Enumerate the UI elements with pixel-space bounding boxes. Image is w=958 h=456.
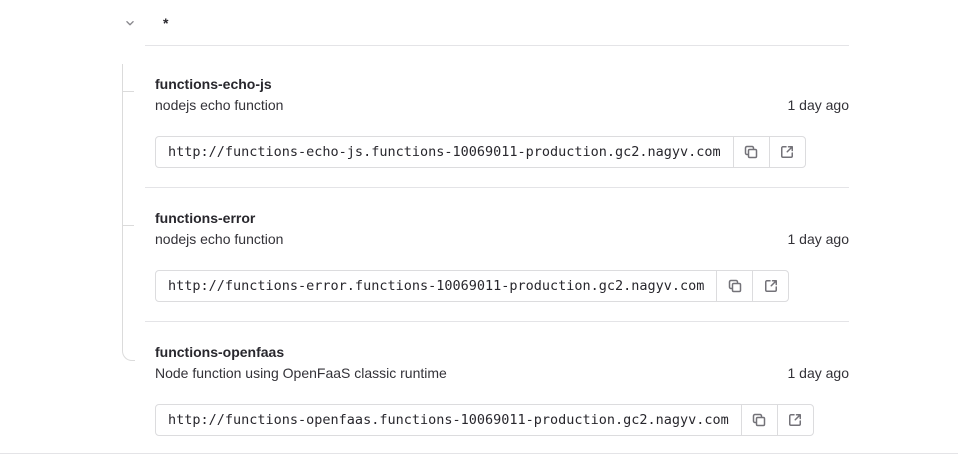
- function-row-text: functions-openfaas Node function using O…: [155, 342, 447, 384]
- function-updated-timestamp: 1 day ago: [787, 97, 850, 113]
- function-url-field[interactable]: http://functions-echo-js.functions-10069…: [155, 136, 734, 168]
- external-link-icon: [789, 414, 802, 426]
- function-row-text: functions-echo-js nodejs echo function: [155, 74, 283, 116]
- function-url-field[interactable]: http://functions-openfaas.functions-1006…: [155, 404, 742, 436]
- open-url-button[interactable]: [768, 136, 806, 168]
- copy-url-button[interactable]: [740, 404, 778, 436]
- copy-url-button[interactable]: [732, 136, 770, 168]
- function-description: nodejs echo function: [155, 231, 284, 247]
- function-url-group: http://functions-error.functions-1006901…: [155, 270, 790, 302]
- function-row-header: functions-openfaas Node function using O…: [155, 342, 849, 384]
- environment-body: functions-echo-js nodejs echo function 1…: [0, 54, 958, 455]
- function-url-group: http://functions-openfaas.functions-1006…: [155, 404, 814, 436]
- external-link-icon: [781, 146, 794, 158]
- header-separator: [145, 45, 849, 46]
- copy-icon: [744, 145, 758, 159]
- tree-branch-tick: [122, 91, 134, 92]
- function-description: nodejs echo function: [155, 97, 284, 113]
- function-row: functions-openfaas Node function using O…: [145, 321, 849, 455]
- function-row: functions-echo-js nodejs echo function 1…: [145, 54, 849, 187]
- function-updated-timestamp: 1 day ago: [787, 365, 850, 381]
- tree-connector: [122, 64, 135, 361]
- function-description: Node function using OpenFaaS classic run…: [155, 365, 447, 381]
- function-row-text: functions-error nodejs echo function: [155, 208, 283, 250]
- function-name-link[interactable]: functions-openfaas: [155, 344, 285, 360]
- chevron-down-icon: [126, 20, 134, 25]
- copy-icon: [753, 413, 766, 427]
- external-link-icon: [764, 280, 777, 292]
- open-url-button[interactable]: [776, 404, 814, 436]
- function-row-header: functions-echo-js nodejs echo function 1…: [155, 74, 849, 116]
- copy-icon: [728, 279, 742, 293]
- function-list: functions-echo-js nodejs echo function 1…: [145, 54, 849, 455]
- function-updated-timestamp: 1 day ago: [787, 231, 850, 247]
- copy-url-button[interactable]: [716, 270, 754, 302]
- function-url-field[interactable]: http://functions-error.functions-1006901…: [155, 270, 718, 302]
- function-row-header: functions-error nodejs echo function 1 d…: [155, 208, 849, 250]
- environment-header: *: [0, 0, 958, 45]
- function-name-link[interactable]: functions-echo-js: [155, 76, 272, 92]
- function-row: functions-error nodejs echo function 1 d…: [145, 187, 849, 321]
- function-name-link[interactable]: functions-error: [155, 210, 256, 226]
- environment-collapse-toggle[interactable]: [122, 15, 138, 31]
- open-url-button[interactable]: [752, 270, 790, 302]
- tree-branch-tick: [122, 225, 134, 226]
- function-url-group: http://functions-echo-js.functions-10069…: [155, 136, 806, 168]
- environment-name: *: [163, 14, 169, 31]
